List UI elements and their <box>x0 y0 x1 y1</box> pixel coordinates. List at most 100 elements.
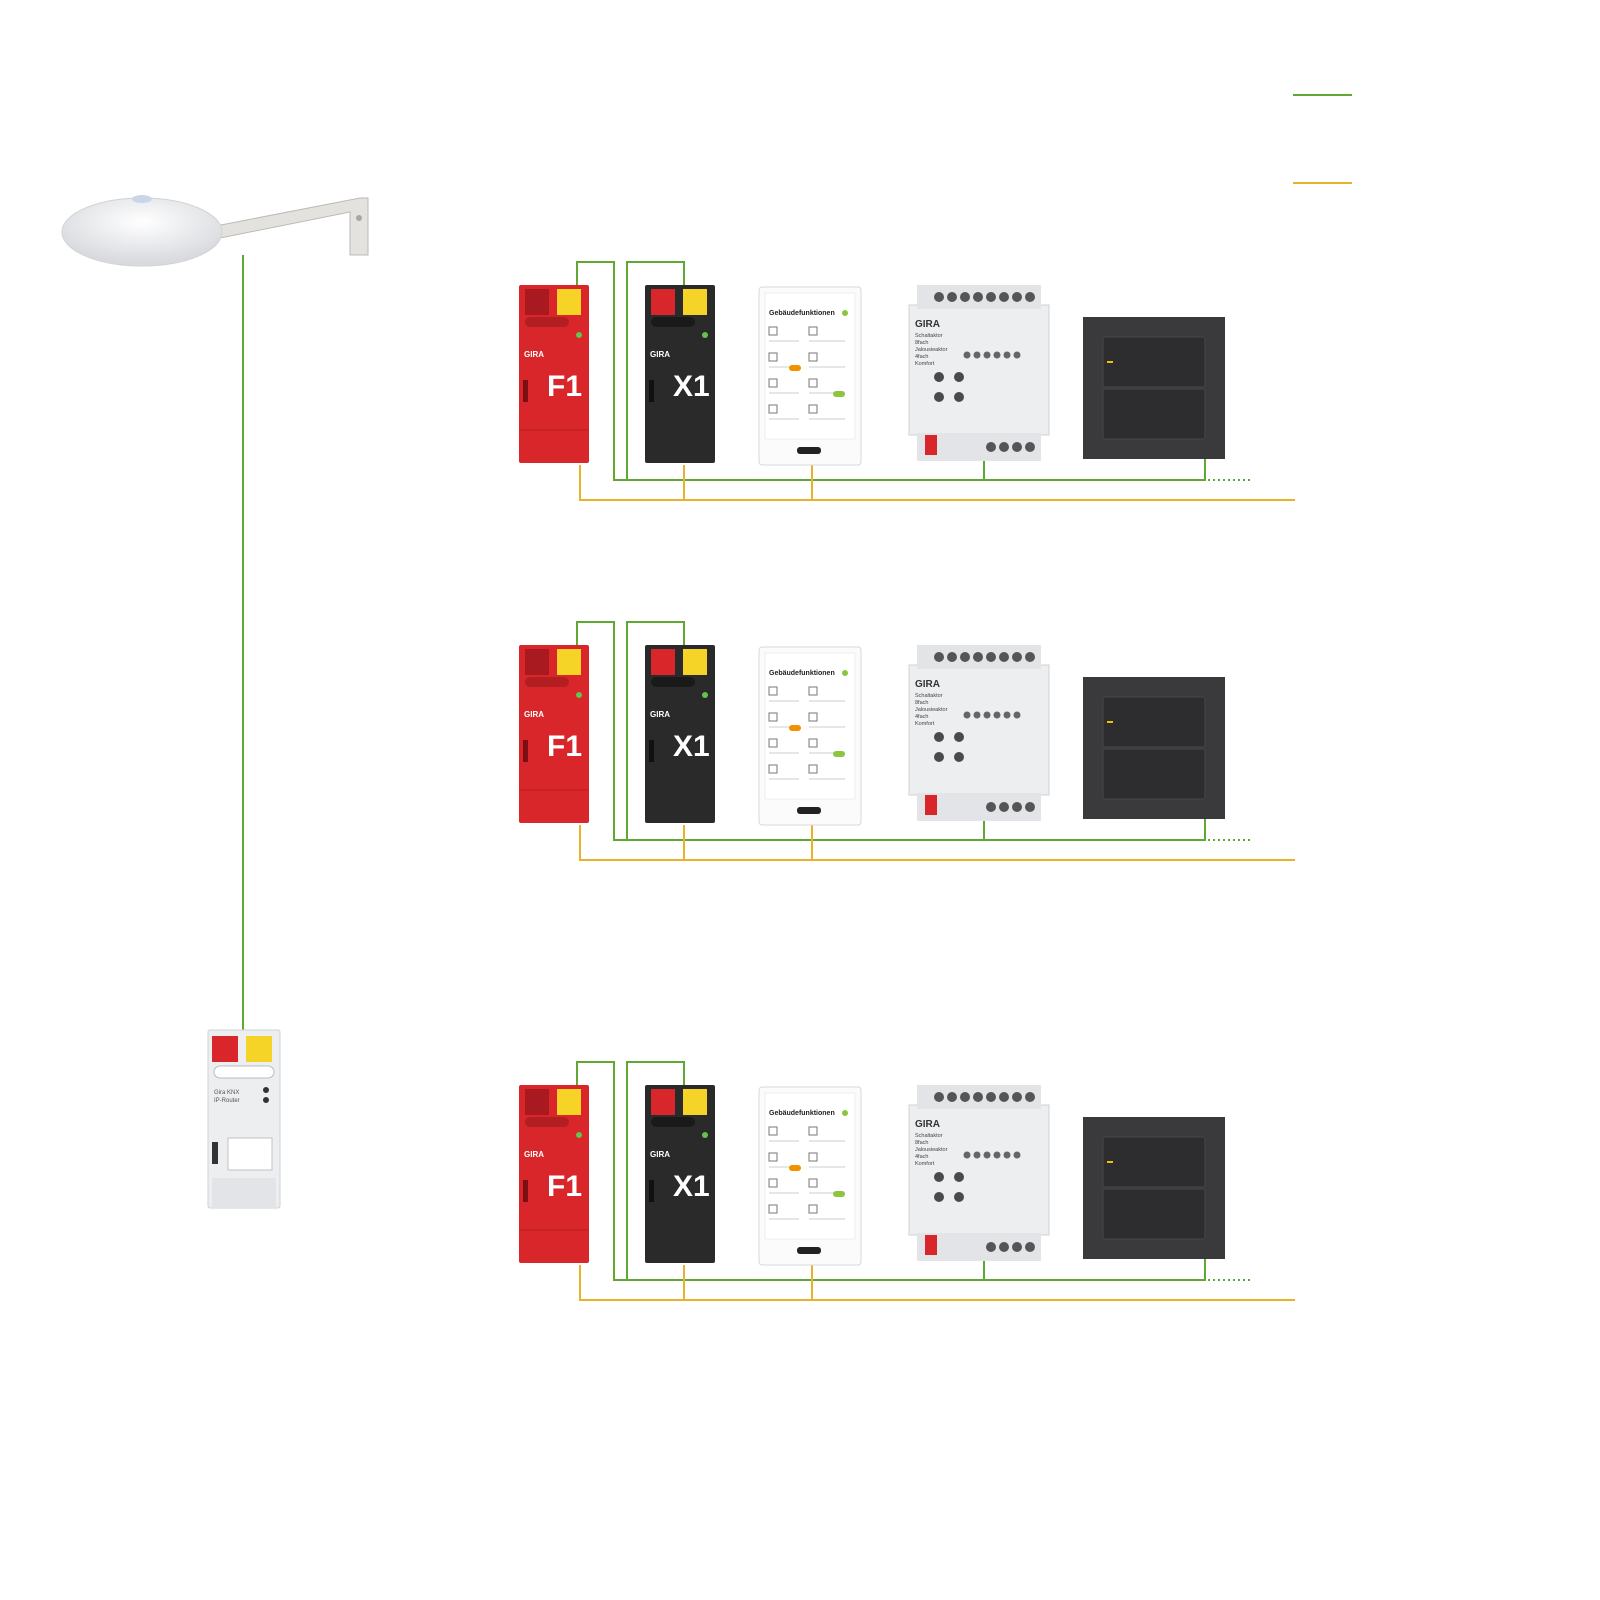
toggle-icon <box>833 751 845 757</box>
led-icon <box>702 692 708 698</box>
x1-body <box>645 1085 715 1263</box>
sensor-bar-icon <box>797 1247 821 1254</box>
x1-label: X1 <box>673 370 710 403</box>
yellow-terminal-icon <box>683 1089 707 1115</box>
manual-button-icon <box>954 1172 964 1182</box>
switching-actuator: GIRASchaltaktor8fachJalousieaktor4fachKo… <box>908 285 1050 461</box>
status-led-icon <box>993 1151 1001 1159</box>
status-led-icon <box>1003 351 1011 359</box>
actuator-desc: Schaltaktor <box>915 333 943 339</box>
panel-screen <box>764 652 856 800</box>
status-icon <box>842 310 848 316</box>
ip-router-label: Gira KNX <box>214 1090 239 1096</box>
led-icon <box>576 692 582 698</box>
red-terminal-icon <box>925 435 937 455</box>
actuator-brand: GIRA <box>915 1119 940 1130</box>
red-terminal-icon <box>212 1036 238 1062</box>
actuator-desc: Jalousieaktor <box>915 707 948 713</box>
panel-screen <box>764 292 856 440</box>
actuator-body <box>908 664 1050 796</box>
x1-brand: GIRA <box>650 350 670 359</box>
function-icon <box>808 764 818 774</box>
green-bus-line <box>626 1061 685 1280</box>
touch-panel: Gebäudefunktionen <box>758 1086 862 1266</box>
prog-button-icon <box>651 677 695 687</box>
screw-terminal-icon <box>1025 802 1035 812</box>
screw-terminal-icon <box>1025 292 1035 302</box>
function-icon <box>768 764 778 774</box>
function-icon <box>768 712 778 722</box>
function-icon <box>768 686 778 696</box>
sensor-bar-icon <box>797 447 821 454</box>
f1-brand: GIRA <box>524 1150 544 1159</box>
f1-brand: GIRA <box>524 710 544 719</box>
screw-terminal-icon <box>986 442 996 452</box>
rocker-bottom <box>1102 748 1206 800</box>
led-icon <box>702 332 708 338</box>
ethernet-port-icon <box>227 1137 273 1171</box>
actuator-desc: Komfort <box>915 1161 935 1167</box>
toggle-icon <box>789 725 801 731</box>
screw-terminal-icon <box>1025 1242 1035 1252</box>
screw-terminal-icon <box>934 292 944 302</box>
status-led-icon <box>1013 1151 1021 1159</box>
screw-terminal-icon <box>1012 292 1022 302</box>
x1-body <box>645 285 715 463</box>
prog-button-icon <box>525 677 569 687</box>
yellow-terminal-icon <box>557 649 581 675</box>
screw-terminal-icon <box>999 652 1009 662</box>
screw-terminal-icon <box>1012 802 1022 812</box>
status-icon <box>842 670 848 676</box>
port-icon <box>212 1142 218 1164</box>
screw-terminal-icon <box>960 292 970 302</box>
usb-port-icon <box>649 1180 654 1202</box>
status-led-icon <box>1003 711 1011 719</box>
rocker-bottom <box>1102 1188 1206 1240</box>
status-led-icon <box>963 351 971 359</box>
function-icon <box>768 1204 778 1214</box>
function-icon <box>808 1152 818 1162</box>
actuator-brand: GIRA <box>915 679 940 690</box>
screw-terminal-icon <box>1012 442 1022 452</box>
touch-panel: Gebäudefunktionen <box>758 286 862 466</box>
screw-terminal-icon <box>947 1092 957 1102</box>
rocker-top <box>1102 696 1206 748</box>
usb-port-icon <box>523 1180 528 1202</box>
manual-button-icon <box>934 1172 944 1182</box>
status-led-icon <box>1013 711 1021 719</box>
screw-terminal-icon <box>973 652 983 662</box>
panel-screen <box>764 1092 856 1240</box>
toggle-icon <box>789 365 801 371</box>
status-led-icon <box>963 1151 971 1159</box>
usb-port-icon <box>523 740 528 762</box>
red-terminal-icon <box>525 1089 549 1115</box>
screw-terminal-icon <box>960 652 970 662</box>
green-bus-line <box>626 621 685 840</box>
manual-button-icon <box>954 392 964 402</box>
function-icon <box>768 378 778 388</box>
led-icon <box>576 1132 582 1138</box>
push-button-switch-icon <box>1083 1117 1225 1259</box>
status-led-icon <box>1013 351 1021 359</box>
actuator-desc: Jalousieaktor <box>915 347 948 353</box>
actuator-desc: 4fach <box>915 354 928 360</box>
x1-server: GIRA X1 <box>645 285 715 463</box>
status-led-icon <box>1003 1151 1011 1159</box>
actuator-desc: 8fach <box>915 1140 928 1146</box>
toggle-icon <box>833 1191 845 1197</box>
prog-button-icon <box>525 317 569 327</box>
manual-button-icon <box>934 372 944 382</box>
manual-button-icon <box>934 732 944 742</box>
yellow-terminal-icon <box>683 649 707 675</box>
antenna-bracket <box>194 197 369 256</box>
function-icon <box>768 1152 778 1162</box>
manual-button-icon <box>954 732 964 742</box>
function-icon <box>808 378 818 388</box>
screw-terminal-icon <box>999 802 1009 812</box>
red-terminal-icon <box>925 795 937 815</box>
function-icon <box>768 404 778 414</box>
screw-terminal-icon <box>1012 1242 1022 1252</box>
